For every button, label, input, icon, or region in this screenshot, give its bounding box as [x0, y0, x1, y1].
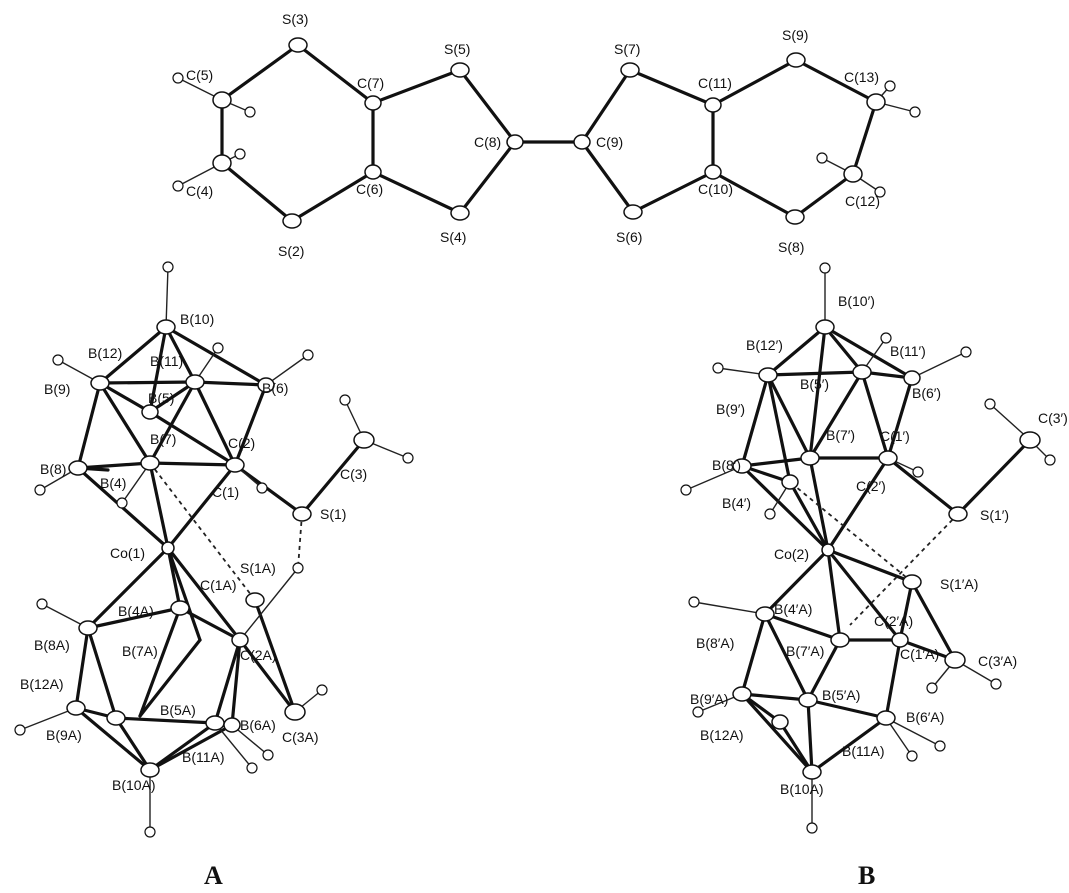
atom-label-c3pa: C(3′A): [978, 653, 1017, 669]
atom-label-b12a-b: B(12A): [700, 727, 744, 743]
atom-label-b10p: B(10′): [838, 293, 875, 309]
atom-label-b5: B(5): [148, 390, 174, 406]
atom-label-b5p: B(5′): [800, 376, 829, 392]
atom-label-b11p: B(11′): [890, 343, 926, 359]
atom-label-c9: C(9): [596, 134, 623, 150]
panel-label-b: B: [858, 861, 875, 890]
atom-label-s9: S(9): [782, 27, 808, 43]
atom-label-b6p: B(6′): [912, 385, 941, 401]
atom-label-b5pa: B(5′A): [822, 687, 860, 703]
atom-label-c3: C(3): [340, 466, 367, 482]
atom-label-c1p: C(1′): [880, 428, 910, 444]
atom-label-c2: C(2): [228, 435, 255, 451]
atom-label-c10: C(10): [698, 181, 733, 197]
atom-label-b9a: B(9A): [46, 727, 82, 743]
atom-label-b4pa: B(4′A): [774, 601, 812, 617]
atom-label-b8a: B(8A): [34, 637, 70, 653]
atom-label-s8: S(8): [778, 239, 804, 255]
donor-bonds: [177, 43, 916, 223]
atom-label-b12a: B(12A): [20, 676, 64, 692]
atom-label-b11: B(11): [150, 353, 183, 369]
atom-label-s1pa: S(1′A): [940, 576, 978, 592]
atom-label-b7a: B(7A): [122, 643, 158, 659]
anion-b-atoms: [680, 262, 1056, 834]
atom-label-b10a: B(10A): [112, 777, 156, 793]
atom-label-b4a: B(4A): [118, 603, 154, 619]
atom-label-b11a: B(11A): [182, 749, 225, 765]
atom-label-c1a: C(1A): [200, 577, 237, 593]
atom-label-s5: S(5): [444, 41, 470, 57]
atom-label-b8pa: B(8′A): [696, 635, 734, 651]
atom-label-c11: C(11): [698, 75, 732, 91]
atom-label-c3a: C(3A): [282, 729, 319, 745]
anion-b-contacts: [789, 481, 959, 626]
atom-label-b7pa: B(7′A): [786, 643, 824, 659]
atom-label-b6pa: B(6′A): [906, 709, 944, 725]
atom-label-c2p: C(2′): [856, 478, 886, 494]
atom-label-b8p: B(8′): [712, 457, 741, 473]
atom-label-b4p: B(4′): [722, 495, 751, 511]
anion-a-labels: B(10) B(12) B(11) B(9) B(5) B(6) B(7) C(…: [20, 311, 367, 793]
donor-labels: S(3) C(5) C(7) S(5) C(8) C(4) C(6) S(4) …: [186, 11, 880, 259]
anion-a-contacts: [149, 462, 303, 601]
atom-label-s1p: S(1′): [980, 507, 1009, 523]
atom-label-c5: C(5): [186, 67, 213, 83]
atom-label-c8: C(8): [474, 134, 501, 150]
atom-label-s2: S(2): [278, 243, 304, 259]
anion-b-bonds: [685, 267, 1051, 829]
atom-label-s1: S(1): [320, 506, 346, 522]
atom-label-c2a: C(2A): [240, 647, 277, 663]
atom-label-c1pa: C(1′A): [900, 646, 939, 662]
panel-label-a: A: [204, 861, 223, 890]
atom-label-c12: C(12): [845, 193, 880, 209]
atom-label-c13: C(13): [844, 69, 879, 85]
atom-label-b11a-b: B(11A): [842, 743, 885, 759]
atom-label-co1: Co(1): [110, 545, 145, 561]
atom-label-c6: C(6): [356, 181, 383, 197]
atom-label-c7: C(7): [357, 75, 384, 91]
atom-label-s4: S(4): [440, 229, 466, 245]
atom-label-b10: B(10): [180, 311, 214, 327]
atom-label-b6: B(6): [262, 380, 288, 396]
atom-label-b7: B(7): [150, 431, 176, 447]
atom-label-c3p: C(3′): [1038, 410, 1068, 426]
atom-label-b10a-b: B(10A): [780, 781, 824, 797]
atom-label-c4: C(4): [186, 183, 213, 199]
atom-label-c1: C(1): [212, 484, 239, 500]
atom-label-b5a: B(5A): [160, 702, 196, 718]
atom-label-b7p: B(7′): [826, 427, 855, 443]
atom-label-b8: B(8): [40, 461, 66, 477]
atom-label-s1a: S(1A): [240, 560, 276, 576]
atom-label-s6: S(6): [616, 229, 642, 245]
atom-label-s7: S(7): [614, 41, 640, 57]
anion-b-labels: B(10′) B(12′) B(11′) B(5′) B(6′) B(9′) C…: [690, 293, 1068, 797]
donor-atoms: [172, 37, 921, 229]
atom-label-b9pa: B(9′A): [690, 691, 728, 707]
atom-label-s3: S(3): [282, 11, 308, 27]
atom-label-c2pa: C(2′A): [874, 613, 913, 629]
atom-label-b12p: B(12′): [746, 337, 783, 353]
anion-a-atoms: [14, 261, 414, 838]
atom-label-b9: B(9): [44, 381, 70, 397]
anion-a-bonds: [19, 266, 409, 833]
atom-label-b6a: B(6A): [240, 717, 276, 733]
atom-label-b4: B(4): [100, 475, 126, 491]
atom-label-b12: B(12): [88, 345, 122, 361]
atom-label-b9p: B(9′): [716, 401, 745, 417]
atom-label-co2: Co(2): [774, 546, 809, 562]
